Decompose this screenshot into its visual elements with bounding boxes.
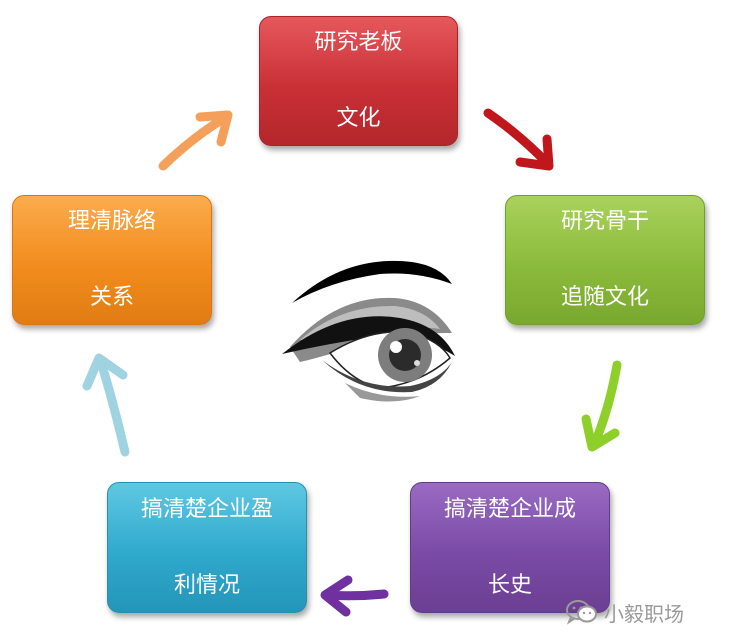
wechat-icon [566,600,597,625]
box-relationships-line2: 关系 [89,285,134,310]
box-backbone-culture-line1: 研究骨干 [560,209,649,234]
box-growth-history-line2: 长史 [487,572,532,598]
arrow-purple [320,575,389,617]
arrow-green [581,360,622,452]
box-boss-culture-line2: 文化 [336,106,381,131]
box-profit-situation: 搞清楚企业盈 利情况 [107,482,307,613]
box-backbone-culture-line2: 追随文化 [560,285,649,310]
box-relationships-line1: 理清脉络 [67,209,156,234]
arrow-red [483,108,554,171]
box-growth-history-line1: 搞清楚企业成 [443,496,576,522]
arrow-cyan [82,353,130,457]
box-relationships: 理清脉络 关系 [12,195,212,325]
watermark: 小毅职场 [566,597,684,627]
box-backbone-culture: 研究骨干 追随文化 [505,195,705,325]
box-profit-situation-line2: 利情况 [173,572,240,598]
box-boss-culture-line1: 研究老板 [314,30,403,55]
watermark-text: 小毅职场 [604,601,684,626]
eye-icon [282,260,455,402]
box-profit-situation-line1: 搞清楚企业盈 [140,496,273,522]
box-growth-history: 搞清楚企业成 长史 [410,482,610,613]
arrow-orange [158,110,233,171]
box-boss-culture: 研究老板 文化 [259,16,458,146]
